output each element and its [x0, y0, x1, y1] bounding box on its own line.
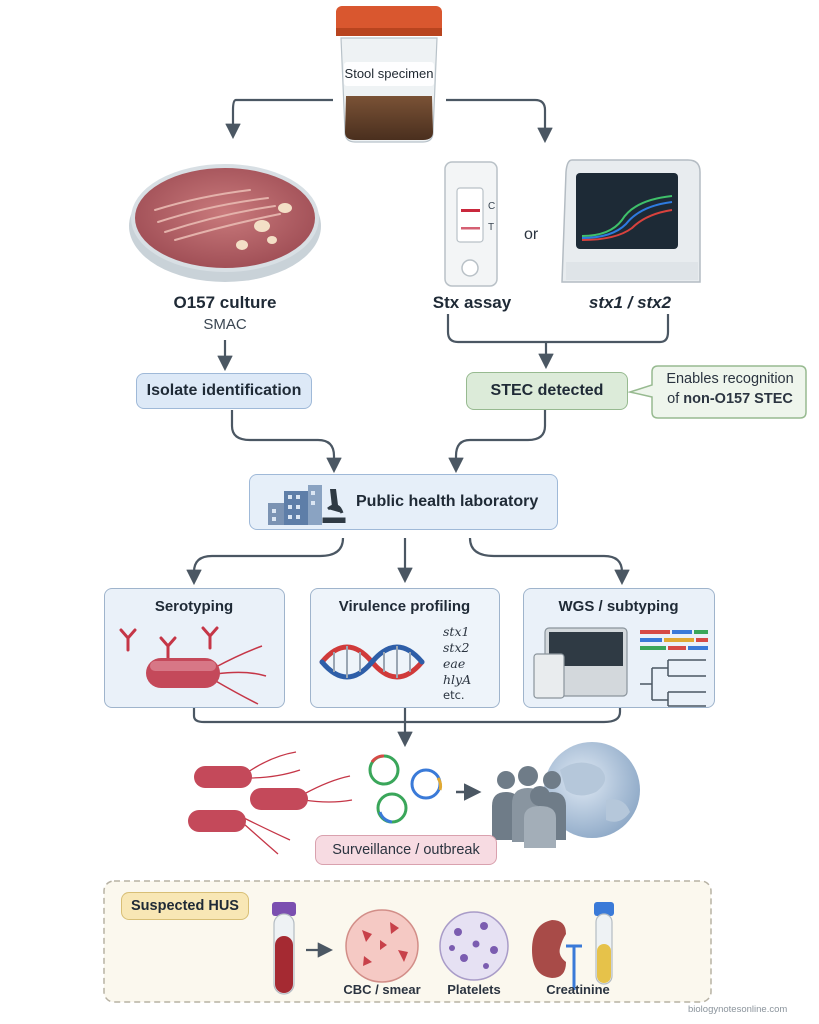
serum-tube-illustration — [594, 902, 614, 985]
microscope-icon — [322, 489, 346, 523]
people-group-illustration — [492, 766, 566, 848]
arrow-jar-to-assay — [446, 98, 553, 144]
strip-test-label: T — [488, 222, 495, 233]
arrow-lab-to-serotyping — [186, 537, 345, 586]
isolate-identification-box: Isolate identification — [136, 373, 312, 409]
arrow-stec-to-lab — [448, 410, 547, 474]
plasmids-illustration — [368, 754, 443, 824]
serotyping-panel: Serotyping — [104, 588, 285, 708]
lab-building-icon — [268, 485, 322, 525]
suspected-hus-badge: Suspected HUS — [121, 892, 249, 920]
gene-stx1: stx1 — [443, 624, 470, 639]
assay-bracket-line — [446, 314, 670, 344]
creatinine-label: Creatinine — [546, 982, 610, 997]
stec-detected-box: STEC detected — [466, 372, 628, 410]
cbc-smear-label: CBC / smear — [343, 982, 421, 997]
or-text: or — [524, 226, 539, 243]
culture-medium: SMAC — [203, 316, 247, 333]
watermark: biologynotesonline.com — [688, 1004, 788, 1015]
gene-stx2: stx2 — [443, 640, 470, 655]
lateral-flow-strip-illustration — [444, 161, 498, 287]
surveillance-box: Surveillance / outbreak — [315, 835, 497, 865]
callout-prefix: of — [667, 391, 680, 407]
arrow-isolate-to-lab — [230, 410, 342, 474]
virulence-title: Virulence profiling — [338, 598, 471, 615]
platelets-illustration — [439, 911, 509, 981]
gene-etc: etc. — [443, 688, 465, 702]
platelets-label: Platelets — [447, 982, 501, 997]
specimen-label: Stool specimen — [344, 66, 434, 81]
pcr-instrument-illustration — [561, 159, 701, 283]
callout-line-1: Enables recognition — [666, 371, 794, 387]
lab-label: Public health laboratory — [356, 493, 539, 510]
bacteria-group-illustration — [188, 751, 353, 855]
specimen-jar-illustration — [336, 6, 442, 143]
culture-title: O157 culture — [173, 293, 277, 312]
blood-tube-illustration — [272, 902, 296, 995]
callout-emphasis: non-O157 STEC — [683, 391, 793, 407]
strip-control-label: C — [488, 201, 496, 212]
public-health-lab-box: Public health laboratory — [249, 474, 558, 530]
kidney-illustration — [532, 920, 582, 990]
gene-eae: eae — [443, 656, 466, 671]
petri-dish-illustration — [129, 164, 321, 282]
callout-note-shape — [628, 365, 807, 419]
globe-illustration — [544, 742, 640, 838]
stx-assay-label: Stx assay — [432, 293, 512, 312]
arrow-lab-to-wgs — [468, 537, 630, 586]
callout-line-2: of non-O157 STEC — [660, 391, 800, 407]
pcr-target-label: stx1 / stx2 — [588, 293, 672, 312]
gene-hlya: hlyA — [443, 672, 472, 687]
blood-smear-illustration — [345, 909, 419, 983]
arrow-jar-to-culture — [225, 98, 333, 140]
wgs-title: WGS / subtyping — [558, 598, 679, 615]
serotyping-title: Serotyping — [154, 598, 234, 615]
